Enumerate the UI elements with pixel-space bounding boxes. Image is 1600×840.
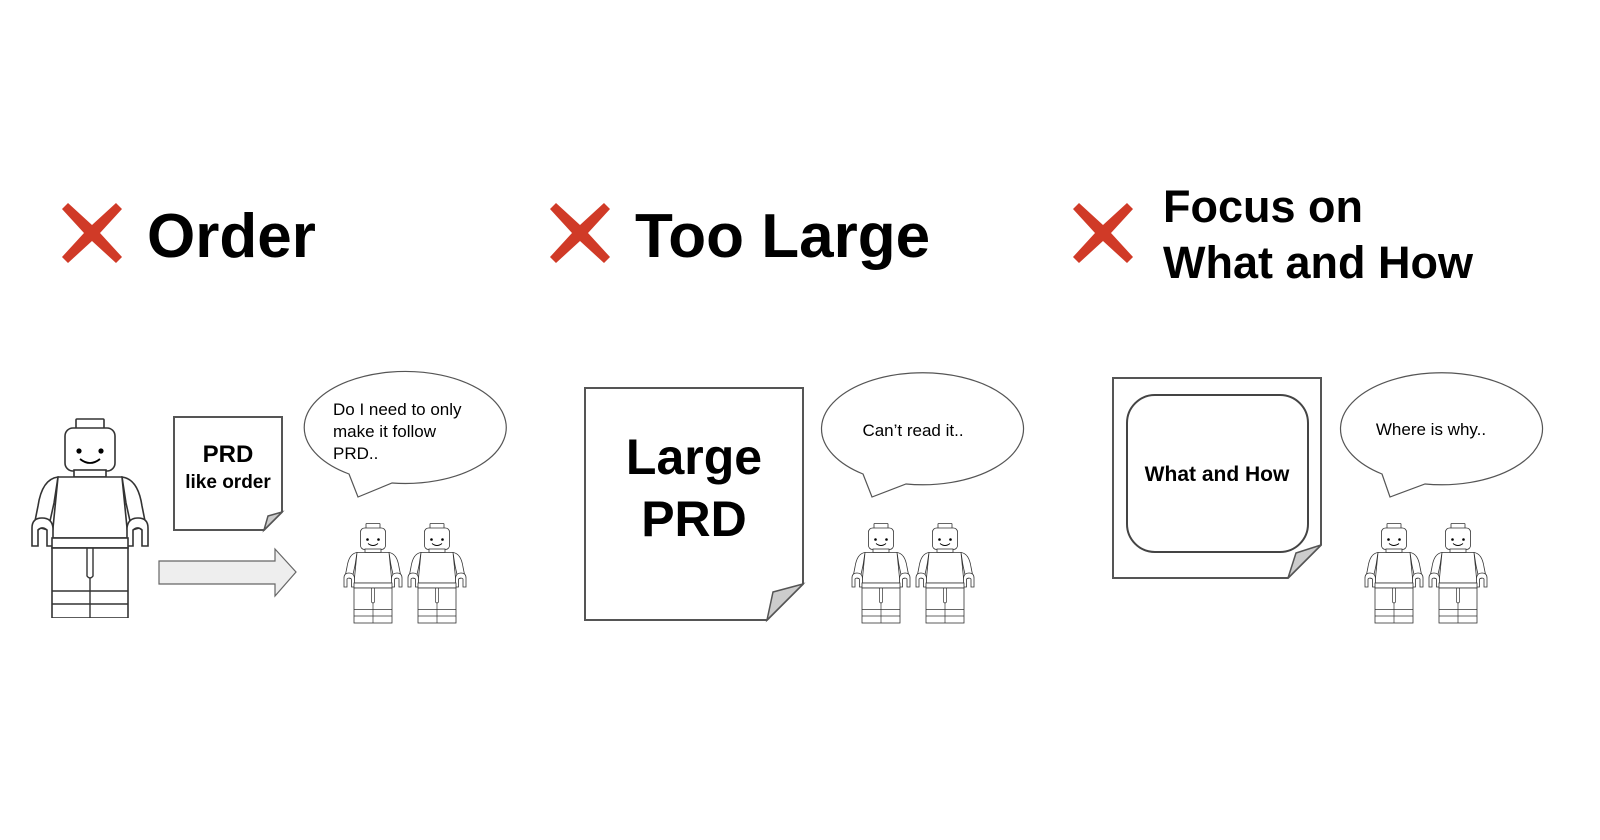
- speech-line: Do I need to only: [333, 400, 462, 419]
- lego-figure-small: [1364, 523, 1424, 624]
- cross-icon: [1073, 203, 1133, 263]
- what-how-document: What and How: [1112, 377, 1322, 579]
- panel-focus-what-how: Focus on What and How What and How Where…: [1073, 181, 1544, 624]
- panel-order: Order PRD like order Do I need to only m…: [31, 202, 507, 624]
- speech-bubble: Do I need to only make it follow PRD..: [303, 370, 507, 498]
- cross-icon: [62, 203, 122, 263]
- cross-icon: [550, 203, 610, 263]
- document-title: What and How: [1145, 463, 1290, 486]
- heading: Too Large: [635, 202, 930, 271]
- heading: Focus on: [1163, 181, 1363, 232]
- speech-bubble: Where is why..: [1339, 372, 1544, 498]
- speech-line: Where is why..: [1376, 420, 1486, 439]
- large-prd-document: Large PRD: [584, 387, 806, 623]
- speech-line: Can’t read it..: [862, 421, 963, 440]
- document-title: PRD: [641, 491, 747, 547]
- lego-figure-small: [1428, 523, 1488, 624]
- document-title: PRD: [203, 441, 254, 468]
- panel-too-large: Too Large Large PRD Can’t read it..: [550, 202, 1025, 624]
- speech-line: PRD..: [333, 444, 378, 463]
- document-title: Large: [626, 429, 762, 485]
- lego-figure-small: [915, 523, 975, 624]
- arrow-right-icon: [158, 547, 297, 598]
- lego-figure-large: [31, 418, 149, 618]
- speech-bubble: Can’t read it..: [820, 372, 1025, 498]
- prd-document: PRD like order: [173, 416, 285, 533]
- heading: Order: [147, 202, 316, 271]
- document-subtitle: like order: [185, 472, 271, 493]
- lego-figure-small: [851, 523, 911, 624]
- lego-figure-small: [343, 523, 403, 624]
- heading: What and How: [1163, 237, 1474, 288]
- speech-line: make it follow: [333, 422, 437, 441]
- lego-figure-small: [407, 523, 467, 624]
